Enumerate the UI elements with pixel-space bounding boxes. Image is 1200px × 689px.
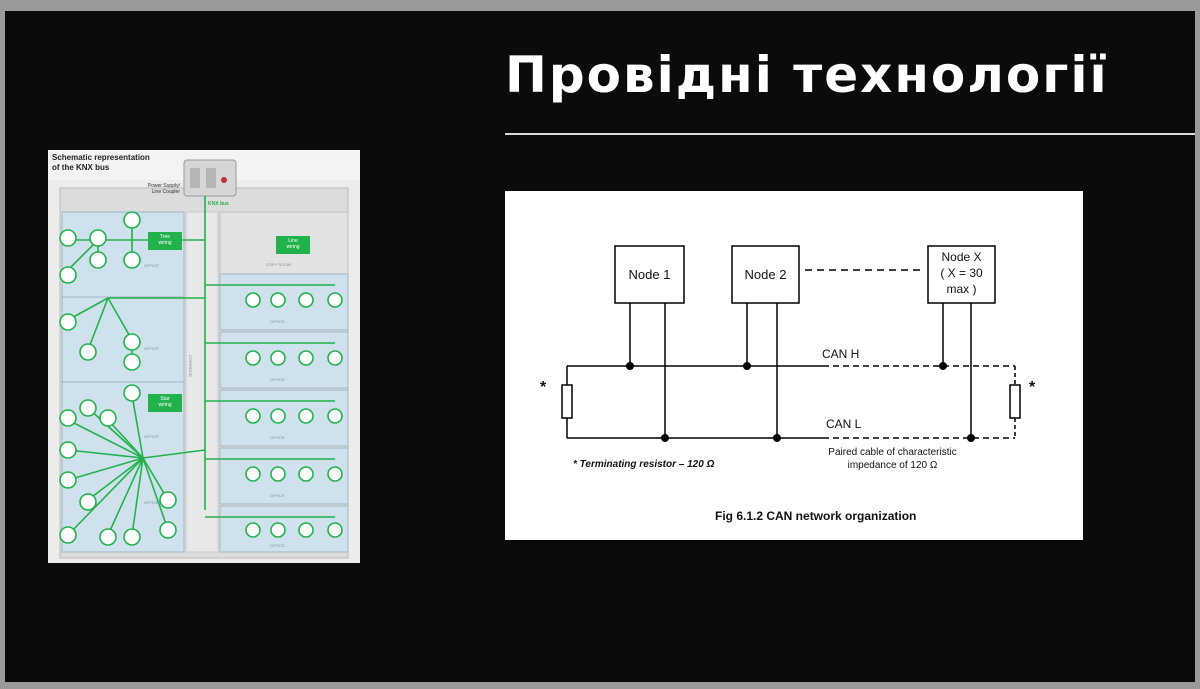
nodex-line2: ( X = 30 (940, 266, 983, 280)
knx-tree-line2: wiring (158, 240, 172, 246)
nodex-label: Node X ( X = 30 max ) (928, 249, 995, 297)
slide-title: Провідні технології (505, 46, 1109, 104)
knx-office-4: OFFICE (144, 500, 159, 505)
nodex-line3: max ) (946, 282, 977, 296)
line-label-box (276, 236, 310, 254)
knx-line-label: Line wiring (276, 238, 310, 250)
title-divider (505, 133, 1195, 135)
fig-caption: Fig 6.1.2 CAN network organization (715, 509, 917, 523)
knx-bus-label: KNX bus (208, 201, 229, 207)
knx-office-3: OFFICE (144, 434, 159, 439)
terminating-note: * Terminating resistor – 120 Ω (573, 459, 715, 470)
knx-office-1: OFFICE (144, 263, 159, 268)
knx-device-line1: Power Supply/ (147, 183, 180, 189)
knx-devices (59, 211, 343, 546)
cable-note-line1: Paired cable of characteristic (828, 447, 957, 458)
can-network-diagram: Node 1 Node 2 Node X ( X = 30 max ) CAN … (505, 191, 1083, 540)
knx-tree-label: Tree wiring (148, 234, 182, 246)
nodex-line1: Node X (941, 250, 982, 264)
knx-caption: Schematic representation of the KNX bus (52, 153, 150, 173)
knx-line-line1: Line (288, 238, 298, 244)
cable-note-line2: impedance of 120 Ω (847, 460, 938, 471)
can-h-label: CAN H (822, 347, 860, 361)
knx-star-line2: wiring (158, 402, 172, 408)
knx-copy-room: COPY ROOM (266, 262, 291, 267)
knx-office-7: OFFICE (270, 435, 285, 440)
node2-box (731, 245, 800, 304)
room-tree (61, 211, 185, 298)
nodex-box (927, 245, 996, 304)
knx-corridor: CORRIDOR (188, 355, 193, 377)
can-l-label: CAN L (826, 417, 862, 431)
cable-note: Paired cable of characteristic impedance… (805, 446, 980, 472)
node1-box (614, 245, 685, 304)
knx-star-line1: Star (160, 396, 170, 402)
tree-label-box (148, 232, 182, 250)
corridor (185, 211, 219, 553)
knx-caption-line1: Schematic representation (52, 153, 150, 162)
knx-tree-line1: Tree (159, 234, 171, 240)
junction-dots (626, 362, 975, 442)
knx-office-8: OFFICE (270, 493, 285, 498)
knx-floorplan (48, 159, 360, 563)
knx-device-label: Power Supply/ Line Coupler (140, 183, 180, 195)
star-label-box (148, 394, 182, 412)
knx-bus-schematic: Schematic representation of the KNX bus … (48, 150, 360, 563)
can-diagram-lines (561, 245, 1021, 442)
knx-line-line2: wiring (286, 244, 300, 250)
right-asterisk: * (1029, 379, 1036, 396)
right-resistor (1009, 384, 1021, 419)
knx-office-9: OFFICE (270, 543, 285, 548)
knx-star-label: Star wiring (148, 396, 182, 408)
knx-caption-line2: of the KNX bus (52, 163, 110, 172)
knx-office-6: OFFICE (270, 377, 285, 382)
room-left-2 (61, 296, 185, 383)
left-resistor (561, 384, 573, 419)
knx-device-line2: Line Coupler (151, 189, 180, 195)
left-asterisk: * (540, 379, 547, 396)
knx-bus-lines (67, 196, 335, 536)
knx-office-2: OFFICE (144, 346, 159, 351)
knx-office-5: OFFICE (270, 319, 285, 324)
node1-label: Node 1 (628, 267, 671, 282)
node2-label: Node 2 (744, 267, 787, 282)
